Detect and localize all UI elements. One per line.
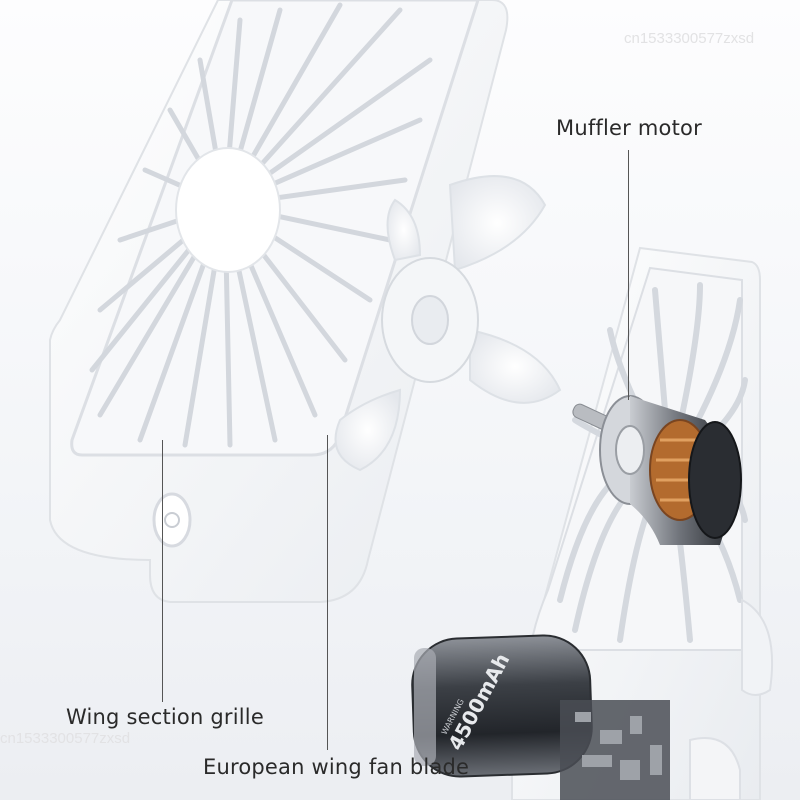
left-fan-hub — [175, 147, 281, 273]
muffler-motor-leader — [628, 150, 629, 400]
muffler-motor-label: Muffler motor — [556, 116, 702, 140]
european-wing-fan-blade-label: European wing fan blade — [203, 755, 470, 779]
battery: 4500mAh WARNING — [411, 634, 670, 800]
muffler-motor — [572, 395, 742, 545]
wing-section-grille-label: Wing section grille — [66, 705, 264, 729]
watermark-top: cn1533300577zxsd — [624, 30, 755, 47]
fan-blade-leader — [327, 435, 328, 750]
european-wing-fan-blade — [334, 175, 562, 472]
side-clip — [741, 598, 774, 696]
wing-section-grille-leader — [162, 440, 163, 702]
motor-rotor — [688, 421, 742, 539]
watermark-bottom: cn1533300577zxsd — [0, 730, 131, 747]
stand-base — [689, 737, 741, 800]
power-button — [152, 492, 192, 548]
left-fan-unit — [49, 0, 509, 603]
power-icon — [164, 512, 180, 528]
